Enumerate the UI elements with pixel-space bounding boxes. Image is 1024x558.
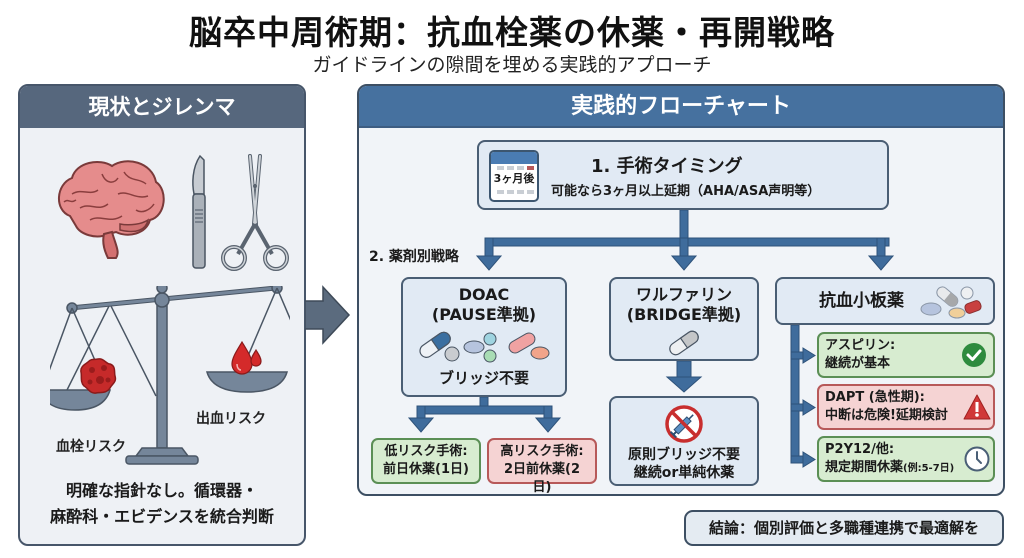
arrowhead-low-risk: [407, 417, 435, 433]
forceps-icon: [221, 154, 289, 271]
warfarin-result-line2: 継続or単純休薬: [633, 465, 735, 481]
dilemma-panel-title: 現状とジレンマ: [20, 86, 304, 128]
surgery-timing-box: 3ヶ月後 1. 手術タイミング 可能なら3ヶ月以上延期（AHA/ASA声明等）: [477, 140, 889, 210]
low-risk-surgery-box: 低リスク手術: 前日休薬(1日): [371, 438, 481, 484]
calendar-icon: 3ヶ月後: [489, 150, 539, 202]
p2y12-example: (例:5-7日): [903, 463, 955, 474]
arrowhead-warfarin-result: [665, 376, 703, 393]
dilemma-summary-line2: 麻酔科・エビデンスを統合判断: [50, 507, 274, 526]
conclusion-banner: 結論：個別評価と多職種連携で最適解を: [684, 510, 1004, 546]
scalpel-icon: [192, 154, 206, 269]
arrowhead-antiplatelet: [867, 255, 895, 271]
flow-connectors: [407, 209, 895, 468]
low-risk-line1: 低リスク手術:: [384, 444, 468, 459]
arrowhead-p2y12: [802, 451, 816, 468]
high-risk-line1: 高リスク手術:: [500, 444, 584, 459]
high-risk-line2: 2日前休薬(2日): [503, 462, 581, 495]
warfarin-subtitle: (BRIDGE準拠): [626, 305, 742, 324]
low-risk-line2: 前日休薬(1日): [383, 462, 469, 477]
arrowhead-warfarin: [670, 255, 698, 271]
warfarin-box: ワルファリン (BRIDGE準拠): [609, 277, 759, 361]
dapt-line1: DAPT (急性期):: [825, 390, 925, 405]
p2y12-box: P2Y12/他: 規定期間休薬(例:5-7日): [817, 436, 995, 482]
doac-note: ブリッジ不要: [438, 369, 529, 387]
dapt-line2: 中断は危険!延期検討: [825, 408, 948, 423]
capsule-icon: [669, 330, 699, 356]
doac-subtitle: (PAUSE準拠): [431, 305, 537, 324]
aspirin-line1: アスピリン:: [825, 338, 896, 353]
antiplatelet-box: 抗血小板薬: [775, 277, 995, 325]
dilemma-panel: 現状とジレンマ: [18, 84, 306, 546]
thrombosis-risk-label: 血栓リスク: [56, 439, 126, 455]
warfarin-result-box: 原則ブリッジ不要 継続or単純休薬: [609, 396, 759, 486]
no-injection-icon: [665, 405, 703, 443]
dilemma-summary-line1: 明確な指針なし。循環器・: [65, 481, 258, 500]
blood-clot-icon: [80, 358, 117, 394]
blood-drop-icon: [231, 340, 262, 375]
antiplatelet-title: 抗血小板薬: [819, 291, 904, 311]
calendar-label: 3ヶ月後: [493, 172, 535, 185]
page-title: 脳卒中周術期：抗血栓薬の休薬・再開戦略: [189, 13, 835, 52]
dilemma-summary: 明確な指針なし。循環器・ 麻酔科・エビデンスを統合判断: [20, 478, 304, 530]
surgery-timing-subtitle: 可能なら3ヶ月以上延期（AHA/ASA声明等）: [551, 184, 821, 199]
balance-scale-icon: [50, 286, 290, 465]
p2y12-line2: 規定期間休薬(例:5-7日): [825, 460, 955, 475]
check-circle-icon: [962, 343, 986, 367]
page-subtitle: ガイドラインの隙間を埋める実践的アプローチ: [312, 54, 712, 76]
aspirin-line2: 継続が基本: [825, 356, 891, 371]
flowchart-panel: 実践的フローチャート: [357, 84, 1005, 496]
flowchart-title: 実践的フローチャート: [359, 86, 1003, 128]
pills-icon: [920, 286, 982, 319]
high-risk-surgery-box: 高リスク手術: 2日前休薬(2日): [487, 438, 597, 494]
arrowhead-doac: [475, 255, 503, 271]
p2y12-line1: P2Y12/他:: [825, 442, 895, 457]
aspirin-box: アスピリン: 継続が基本: [817, 332, 995, 378]
surgery-timing-title: 1. 手術タイミング: [591, 156, 743, 177]
right-pan: [206, 371, 288, 393]
arrowhead-high-risk: [534, 417, 562, 433]
doac-title: DOAC: [458, 285, 510, 304]
bleeding-risk-label: 出血リスク: [196, 411, 266, 427]
right-arrow-icon: [305, 285, 351, 345]
clock-icon: [964, 446, 990, 472]
drug-strategy-label: 2. 薬剤別戦略: [369, 249, 459, 265]
arrowhead-aspirin: [802, 347, 816, 364]
warning-triangle-icon: [963, 394, 991, 420]
warfarin-result-line1: 原則ブリッジ不要: [628, 447, 740, 463]
dapt-box: DAPT (急性期): 中断は危険!延期検討: [817, 384, 995, 430]
doac-box: DOAC (PAUSE準拠) ブリッジ不要: [401, 277, 567, 397]
brain-icon: [58, 160, 165, 259]
pills-icon: [419, 331, 550, 363]
warfarin-title: ワルファリン: [635, 285, 732, 304]
arrowhead-dapt: [802, 399, 816, 416]
